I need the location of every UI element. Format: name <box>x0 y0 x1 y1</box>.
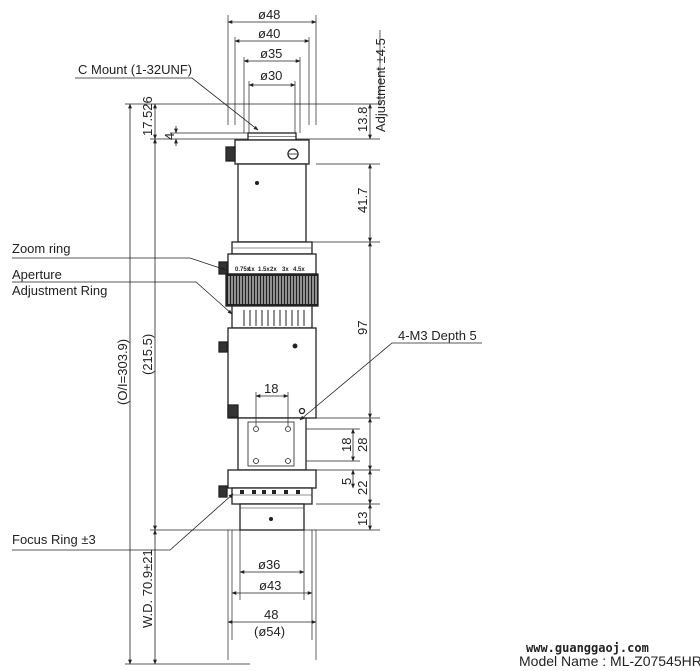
main-body <box>227 327 317 419</box>
aperture-label: Aperture <box>12 267 62 282</box>
focus-mark <box>296 490 300 494</box>
front-tube <box>239 503 305 531</box>
svg-text:28: 28 <box>355 438 370 452</box>
focus-ring-marks <box>240 490 300 494</box>
leader-lines <box>12 77 482 551</box>
c-mount-label: C Mount (1-32UNF) <box>78 62 192 77</box>
m3-depth-label: 4-M3 Depth 5 <box>398 328 477 343</box>
aperture-label-2: Adjustment Ring <box>12 283 107 298</box>
extension-lines <box>125 15 381 665</box>
svg-text:(ø54): (ø54) <box>254 624 285 639</box>
svg-text:48: 48 <box>264 607 278 622</box>
svg-text:18: 18 <box>339 438 354 452</box>
svg-text:22: 22 <box>355 481 370 495</box>
m3-hole-icon <box>253 426 259 432</box>
focus-ring-label: Focus Ring ±3 <box>12 532 96 547</box>
watermark: www.guanggaoj.com <box>526 641 649 655</box>
svg-text:ø35: ø35 <box>260 46 282 61</box>
svg-text:13.8: 13.8 <box>355 107 370 132</box>
lens-body <box>218 132 319 531</box>
focus-mark <box>252 490 256 494</box>
lower-housing <box>227 469 317 489</box>
svg-text:0.75x: 0.75x <box>235 267 251 273</box>
svg-text:2x: 2x <box>270 267 277 273</box>
svg-text:Adjustment ±4.5: Adjustment ±4.5 <box>373 38 388 132</box>
callout-labels: C Mount (1-32UNF) Zoom ring Aperture Adj… <box>12 62 477 547</box>
svg-text:1.5x: 1.5x <box>258 267 270 273</box>
focus-mark <box>262 490 266 494</box>
svg-text:41.7: 41.7 <box>355 188 370 213</box>
svg-text:18: 18 <box>264 381 278 396</box>
svg-text:ø43: ø43 <box>259 578 281 593</box>
svg-text:(215.5): (215.5) <box>140 334 155 375</box>
svg-text:5: 5 <box>339 478 354 485</box>
dimension-arrows <box>128 20 372 665</box>
svg-text:3x: 3x <box>282 267 289 273</box>
dimension-labels: ø48 ø40 ø35 ø30 Adjustment ±4.5 13.8 41.… <box>115 7 388 639</box>
m3-hole-icon <box>285 426 291 432</box>
svg-text:1x: 1x <box>248 267 255 273</box>
focus-mark <box>272 490 276 494</box>
zoom-ring-label: Zoom ring <box>12 241 71 256</box>
model-name: Model Name : ML-Z07545HR <box>519 653 700 669</box>
svg-text:17.526: 17.526 <box>140 96 155 136</box>
svg-text:(O/I=303.9): (O/I=303.9) <box>115 339 130 405</box>
svg-text:W.D. 70.9±21: W.D. 70.9±21 <box>140 549 155 628</box>
side-knob <box>225 146 236 162</box>
knurl-texture <box>228 276 317 304</box>
svg-text:4: 4 <box>162 133 177 140</box>
svg-text:ø30: ø30 <box>260 68 282 83</box>
ring-grooves <box>243 310 305 326</box>
zoom-scale-labels: 0.75x 1x 1.5x 2x 3x 4.5x <box>235 267 305 273</box>
m3-holes <box>253 426 291 464</box>
svg-text:ø48: ø48 <box>258 7 280 22</box>
svg-text:13: 13 <box>355 512 370 526</box>
svg-text:4.5x: 4.5x <box>293 267 305 273</box>
focus-mark <box>240 490 244 494</box>
m3-hole-icon <box>285 458 291 464</box>
svg-text:97: 97 <box>355 321 370 335</box>
m3-hole-icon <box>253 458 259 464</box>
svg-text:ø40: ø40 <box>258 26 280 41</box>
focus-mark <box>284 490 288 494</box>
svg-text:ø36: ø36 <box>258 557 280 572</box>
upper-tube <box>237 163 307 243</box>
